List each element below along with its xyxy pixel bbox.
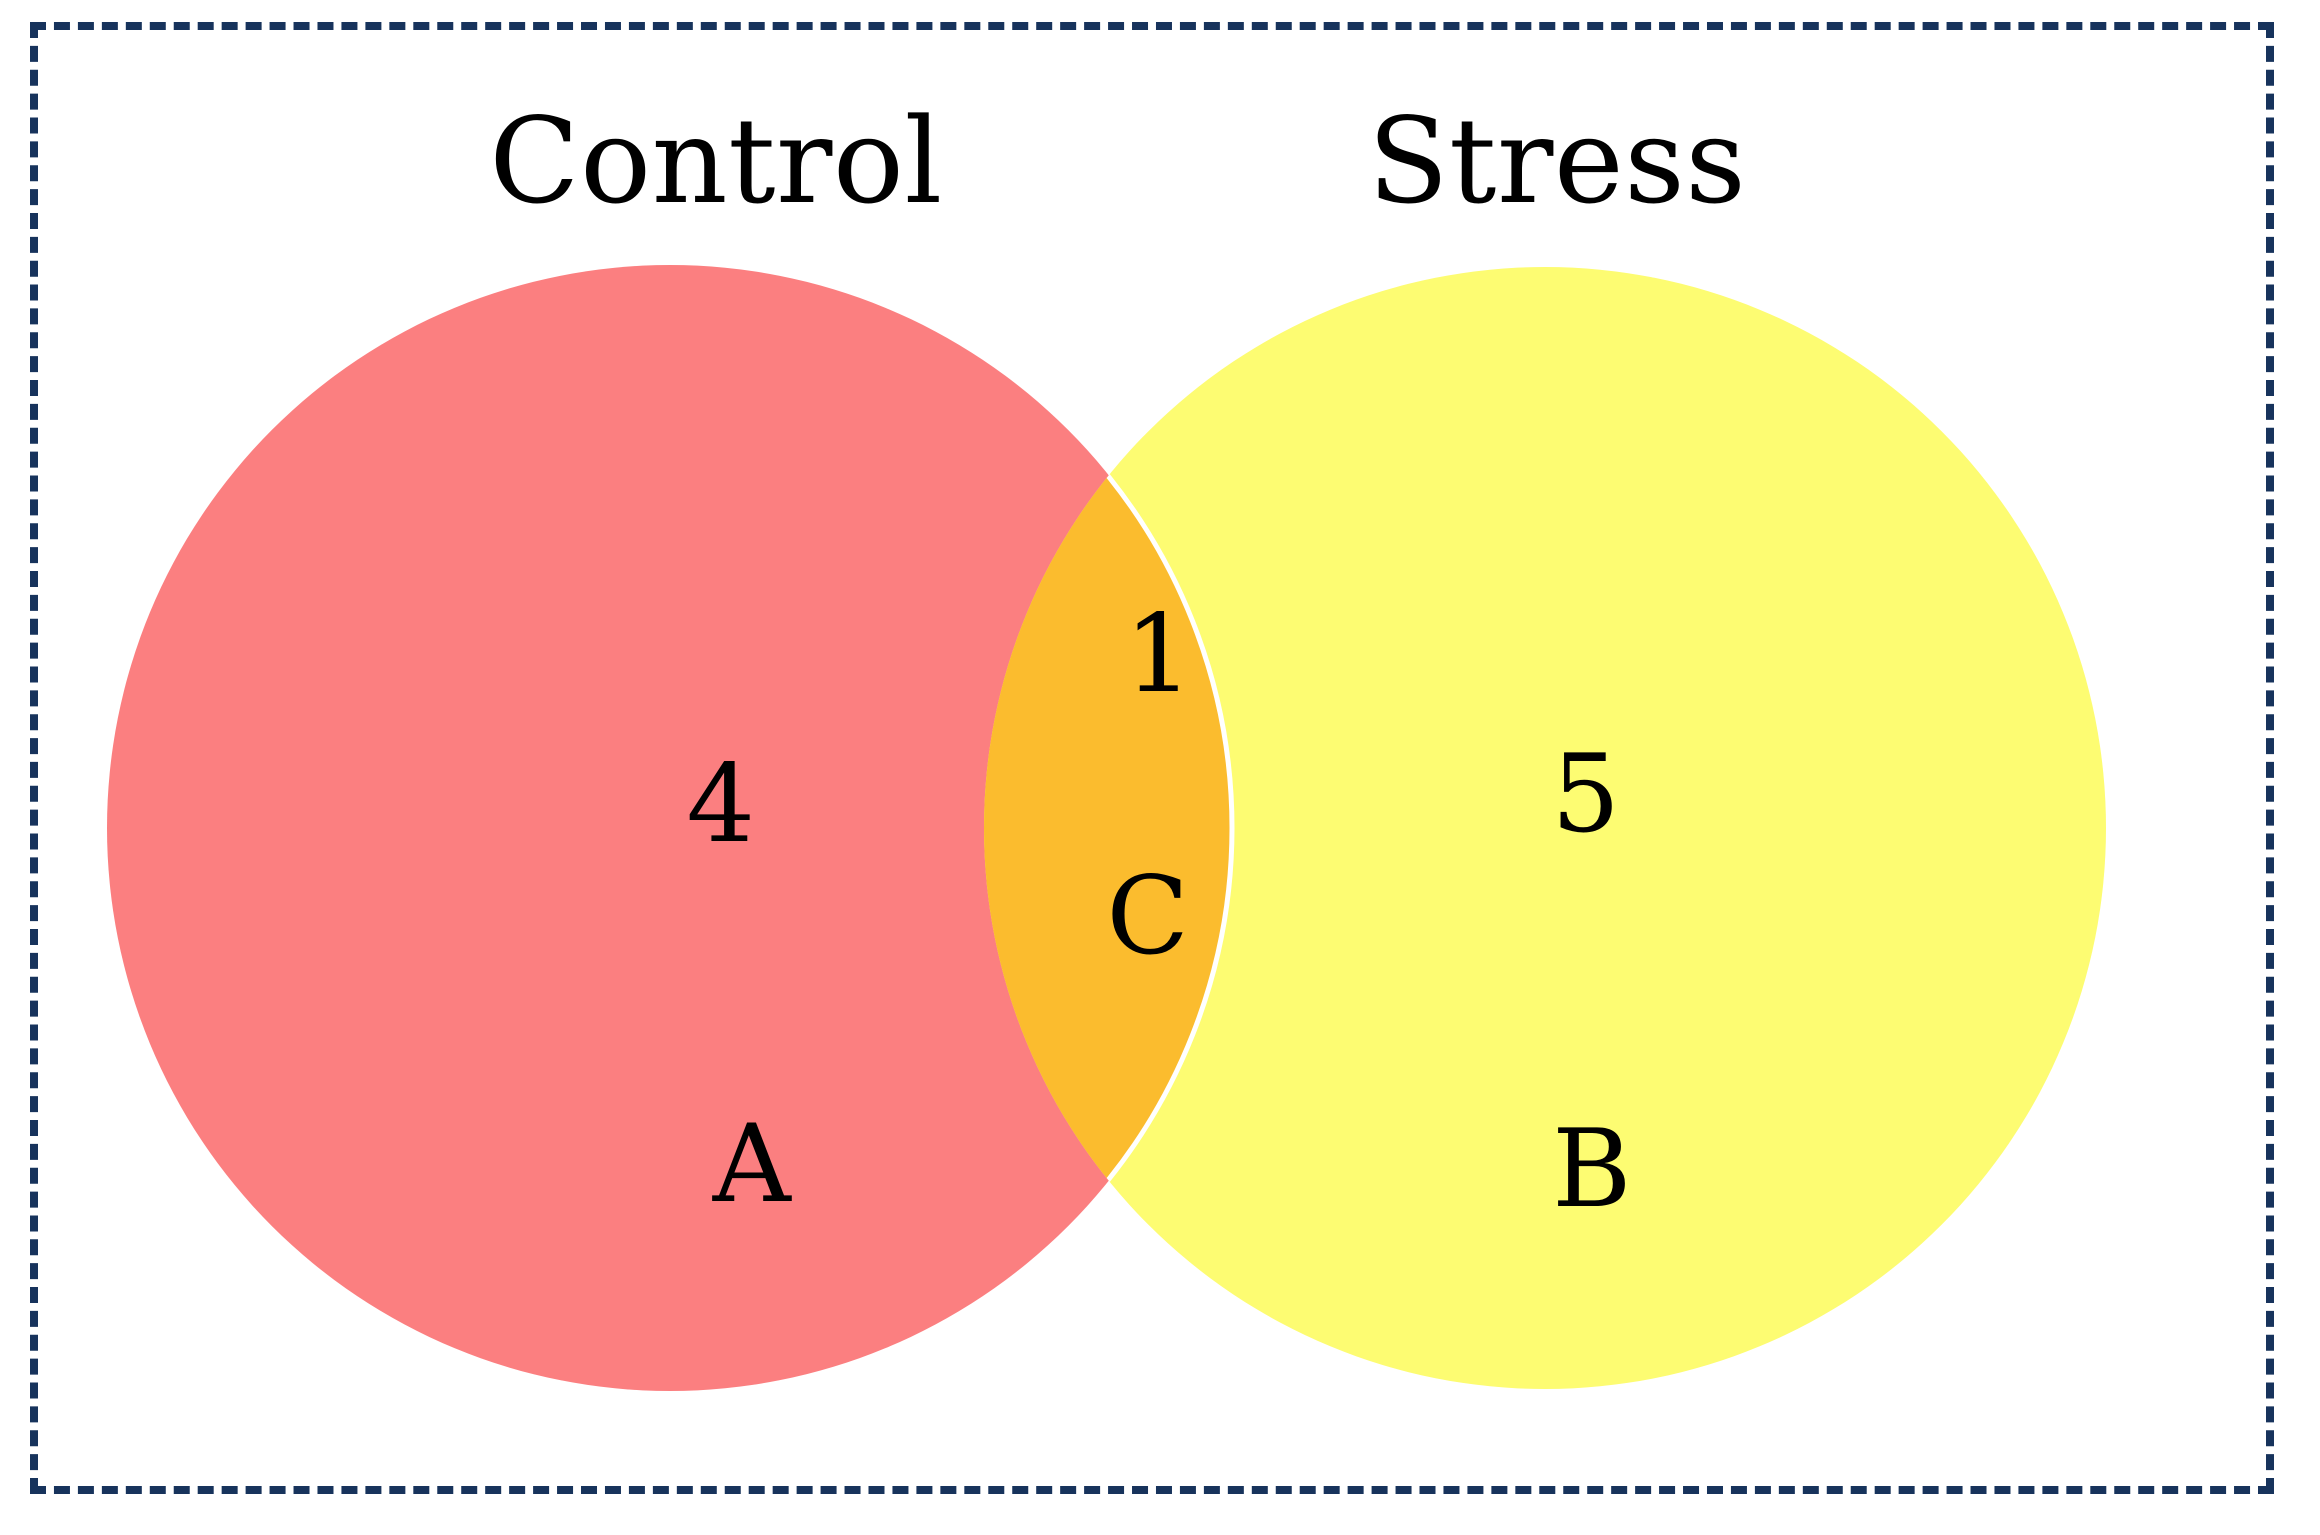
circle-stress[interactable] bbox=[984, 267, 2106, 1389]
intersection-edge-highlight bbox=[984, 267, 1235, 1389]
lens-rim-group bbox=[984, 267, 1235, 1389]
circle-control[interactable] bbox=[107, 265, 1233, 1391]
region-label-a: A bbox=[712, 1102, 792, 1227]
set-title-stress: Stress bbox=[1367, 92, 1747, 230]
region-count-b: 5 bbox=[1551, 732, 1621, 857]
region-count-c: 1 bbox=[1124, 592, 1194, 717]
region-label-c: C bbox=[1106, 854, 1190, 979]
region-label-b: B bbox=[1552, 1107, 1632, 1232]
region-count-a: 4 bbox=[686, 742, 756, 867]
set-title-control: Control bbox=[489, 92, 943, 230]
